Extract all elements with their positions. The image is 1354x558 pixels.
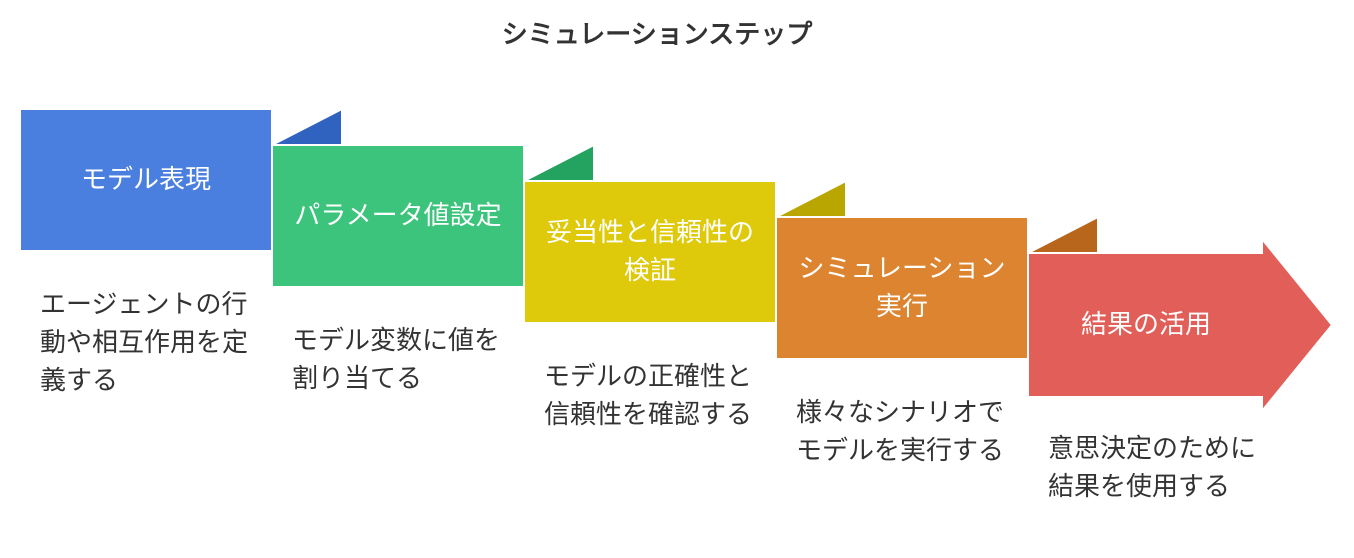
step-4-description: 様々なシナリオでモデルを実行する — [796, 398, 1005, 466]
step-5-arrow — [1027, 236, 1334, 414]
step-5-description: 意思決定のために結果を使用する — [1048, 434, 1257, 502]
step-1-description: エージェントの行動や相互作用を定義する — [40, 290, 249, 396]
step-4-fold — [1027, 215, 1099, 254]
step-3-label: 妥当性と信頼性の検証 — [545, 218, 754, 286]
step-5-label: 結果の活用 — [1080, 310, 1211, 340]
step-1-fold — [271, 107, 343, 146]
step-3-fold — [775, 179, 847, 218]
step-2-block — [271, 144, 525, 288]
diagram-title: シミュレーションステップ — [501, 20, 813, 50]
step-2-fold — [523, 143, 595, 182]
step-2-description: モデル変数に値を割り当てる — [292, 326, 501, 394]
step-1-block — [19, 108, 273, 252]
step-2-label: パラメータ値設定 — [294, 201, 502, 231]
step-3-description: モデルの正確性と信頼性を確認する — [544, 362, 753, 430]
step-4-label: シミュレーション実行 — [798, 254, 1006, 322]
step-1-label: モデル表現 — [80, 165, 211, 195]
step-3-block — [523, 180, 777, 324]
